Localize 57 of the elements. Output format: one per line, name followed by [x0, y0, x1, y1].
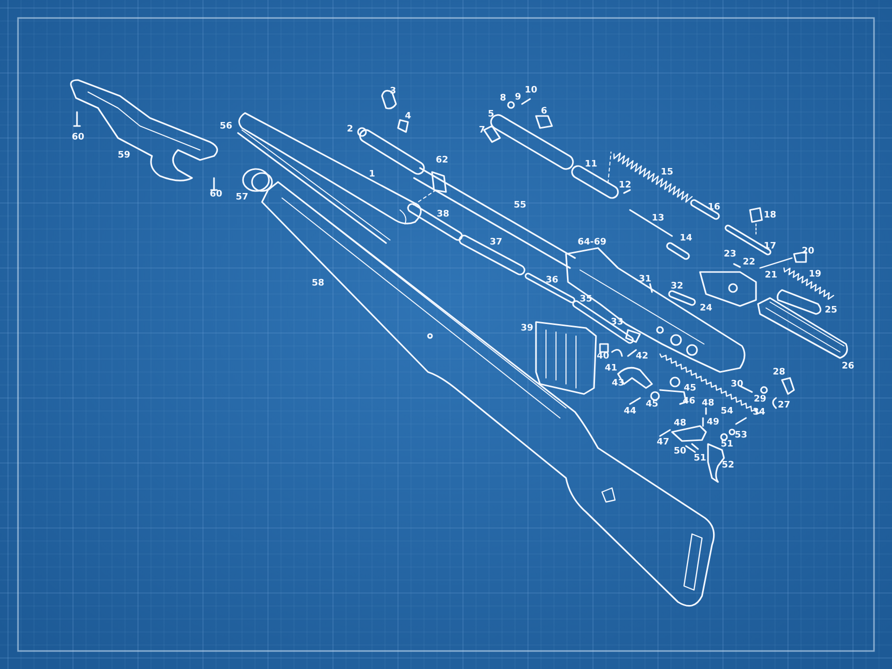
callout-number: 51	[720, 440, 734, 450]
callout-number: 42	[636, 352, 648, 362]
callout-number: 52	[722, 462, 734, 470]
callout-number: 15	[660, 168, 674, 178]
callout-number: 12	[618, 182, 632, 190]
callout-number: 16	[708, 204, 720, 212]
callout-number: 29	[754, 396, 766, 404]
callout-number: 10	[524, 86, 538, 96]
callout-number: 38	[436, 210, 450, 220]
callout-number: 9	[514, 94, 522, 102]
callout-number: 59	[118, 152, 130, 160]
callout-number: 1	[368, 170, 376, 180]
callout-number: 6	[540, 108, 548, 116]
callout-number: 8	[500, 94, 506, 104]
callout-number: 37	[490, 238, 502, 248]
callout-number: 62	[436, 156, 448, 166]
callout-number: 5	[488, 110, 494, 120]
callout-number: 23	[724, 250, 736, 260]
callout-number: 39	[520, 324, 534, 334]
callout-number: 41	[604, 364, 618, 374]
callout-number: 47	[656, 438, 670, 448]
callout-number: 28	[772, 368, 786, 378]
callout-number: 48	[702, 400, 714, 408]
callout-number: 57	[236, 194, 248, 202]
callout-number: 53	[734, 432, 748, 440]
callout-number: 11	[584, 160, 598, 170]
callout-number: 18	[764, 212, 776, 220]
callout-number: 19	[808, 270, 822, 280]
callout-number: 2	[346, 126, 354, 134]
callout-number: 50	[674, 448, 686, 456]
callout-number: 55	[514, 202, 526, 210]
callout-number: 21	[764, 272, 778, 280]
callout-number: 14	[680, 234, 692, 244]
callout-number: 64-69	[578, 238, 606, 248]
callout-number: 45	[646, 400, 658, 410]
callout-number: 30	[730, 380, 744, 390]
callout-number: 24	[700, 304, 712, 314]
callout-number: 54	[720, 408, 734, 416]
callout-number: 7	[478, 126, 486, 136]
callout-number: 36	[546, 276, 558, 286]
callout-number: 13	[652, 214, 664, 224]
callout-number: 44	[624, 408, 636, 416]
callout-number: 26	[842, 362, 854, 372]
callout-number: 48	[674, 420, 686, 428]
callout-number: 25	[824, 306, 838, 316]
callout-number: 22	[742, 258, 756, 268]
callout-number: 51	[694, 454, 706, 464]
callout-number: 31	[638, 276, 652, 284]
callout-number: 60	[72, 134, 84, 142]
callout-number: 49	[706, 418, 720, 428]
callout-number: 56	[220, 122, 232, 132]
callout-number: 58	[312, 280, 324, 288]
callout-number: 45	[684, 384, 696, 394]
callout-number: 27	[778, 402, 790, 410]
callout-number: 32	[670, 282, 684, 292]
callout-number: 4	[404, 112, 412, 122]
callout-number: 60	[210, 190, 222, 200]
